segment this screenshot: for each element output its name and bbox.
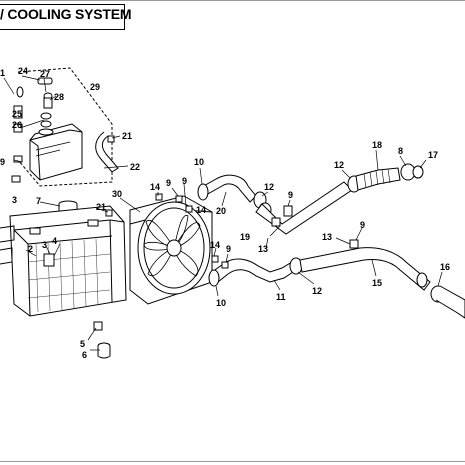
callout-5: 5 (80, 339, 85, 349)
callout-21: 21 (96, 202, 106, 212)
callout-26: 26 (12, 120, 22, 130)
page-border-bottom (0, 461, 465, 462)
callout-9: 9 (0, 157, 5, 167)
callout-12: 12 (312, 286, 322, 296)
hose-18-and-8 (347, 163, 424, 193)
callout-2: 2 (28, 244, 33, 254)
callout-20: 20 (216, 206, 226, 216)
hose-16 (416, 272, 465, 319)
callout-9: 9 (288, 190, 293, 200)
callout-22: 22 (130, 162, 140, 172)
callout-9: 9 (226, 244, 231, 254)
callout-7: 7 (36, 196, 41, 206)
callout-10: 10 (216, 298, 226, 308)
hose-clamps-lower (208, 257, 303, 287)
callout-24: 24 (18, 66, 28, 76)
callout-17: 17 (428, 150, 438, 160)
callout-15: 15 (372, 278, 382, 288)
callout-10: 10 (194, 157, 204, 167)
callout-27: 27 (40, 69, 50, 79)
upper-hose-20 (199, 174, 257, 203)
callout-9: 9 (360, 220, 365, 230)
leader-lines (3, 75, 443, 351)
overflow-hose (95, 131, 119, 173)
callout-14: 14 (150, 182, 160, 192)
callout-1: 1 (0, 68, 5, 78)
callout-18: 18 (372, 140, 382, 150)
pipe-15 (299, 247, 431, 291)
callout-28: 28 (54, 92, 64, 102)
callout-16: 16 (440, 262, 450, 272)
drain-plug (93, 321, 111, 359)
callout-25: 25 (12, 109, 22, 119)
callout-9: 9 (182, 176, 187, 186)
title-frame (0, 4, 125, 30)
overflow-bottle (29, 123, 83, 181)
callout-19: 19 (240, 232, 250, 242)
fan-fasteners (105, 135, 229, 269)
callout-12: 12 (264, 182, 274, 192)
callout-3: 3 (12, 195, 17, 205)
callout-8: 8 (398, 146, 403, 156)
radiator (0, 205, 127, 317)
callout-14: 14 (210, 240, 220, 250)
cap-and-fittings (13, 77, 53, 133)
callout-6: 6 (82, 350, 87, 360)
callout-9: 9 (166, 178, 171, 188)
callout-30: 30 (112, 189, 122, 199)
callout-13: 13 (258, 244, 268, 254)
callout-12: 12 (334, 160, 344, 170)
tank-group-box (17, 67, 113, 187)
page-border-top (0, 0, 465, 1)
callout-29: 29 (90, 82, 100, 92)
bolts-left (11, 155, 23, 183)
callout-11: 11 (276, 292, 286, 302)
callout-4: 4 (52, 236, 57, 246)
callout-21: 21 (122, 131, 132, 141)
callout-3: 3 (42, 240, 47, 250)
fan-shroud (129, 195, 213, 305)
callout-14: 14 (196, 205, 206, 215)
callout-13: 13 (322, 232, 332, 242)
diagram-title: / COOLING SYSTEM (0, 6, 132, 22)
